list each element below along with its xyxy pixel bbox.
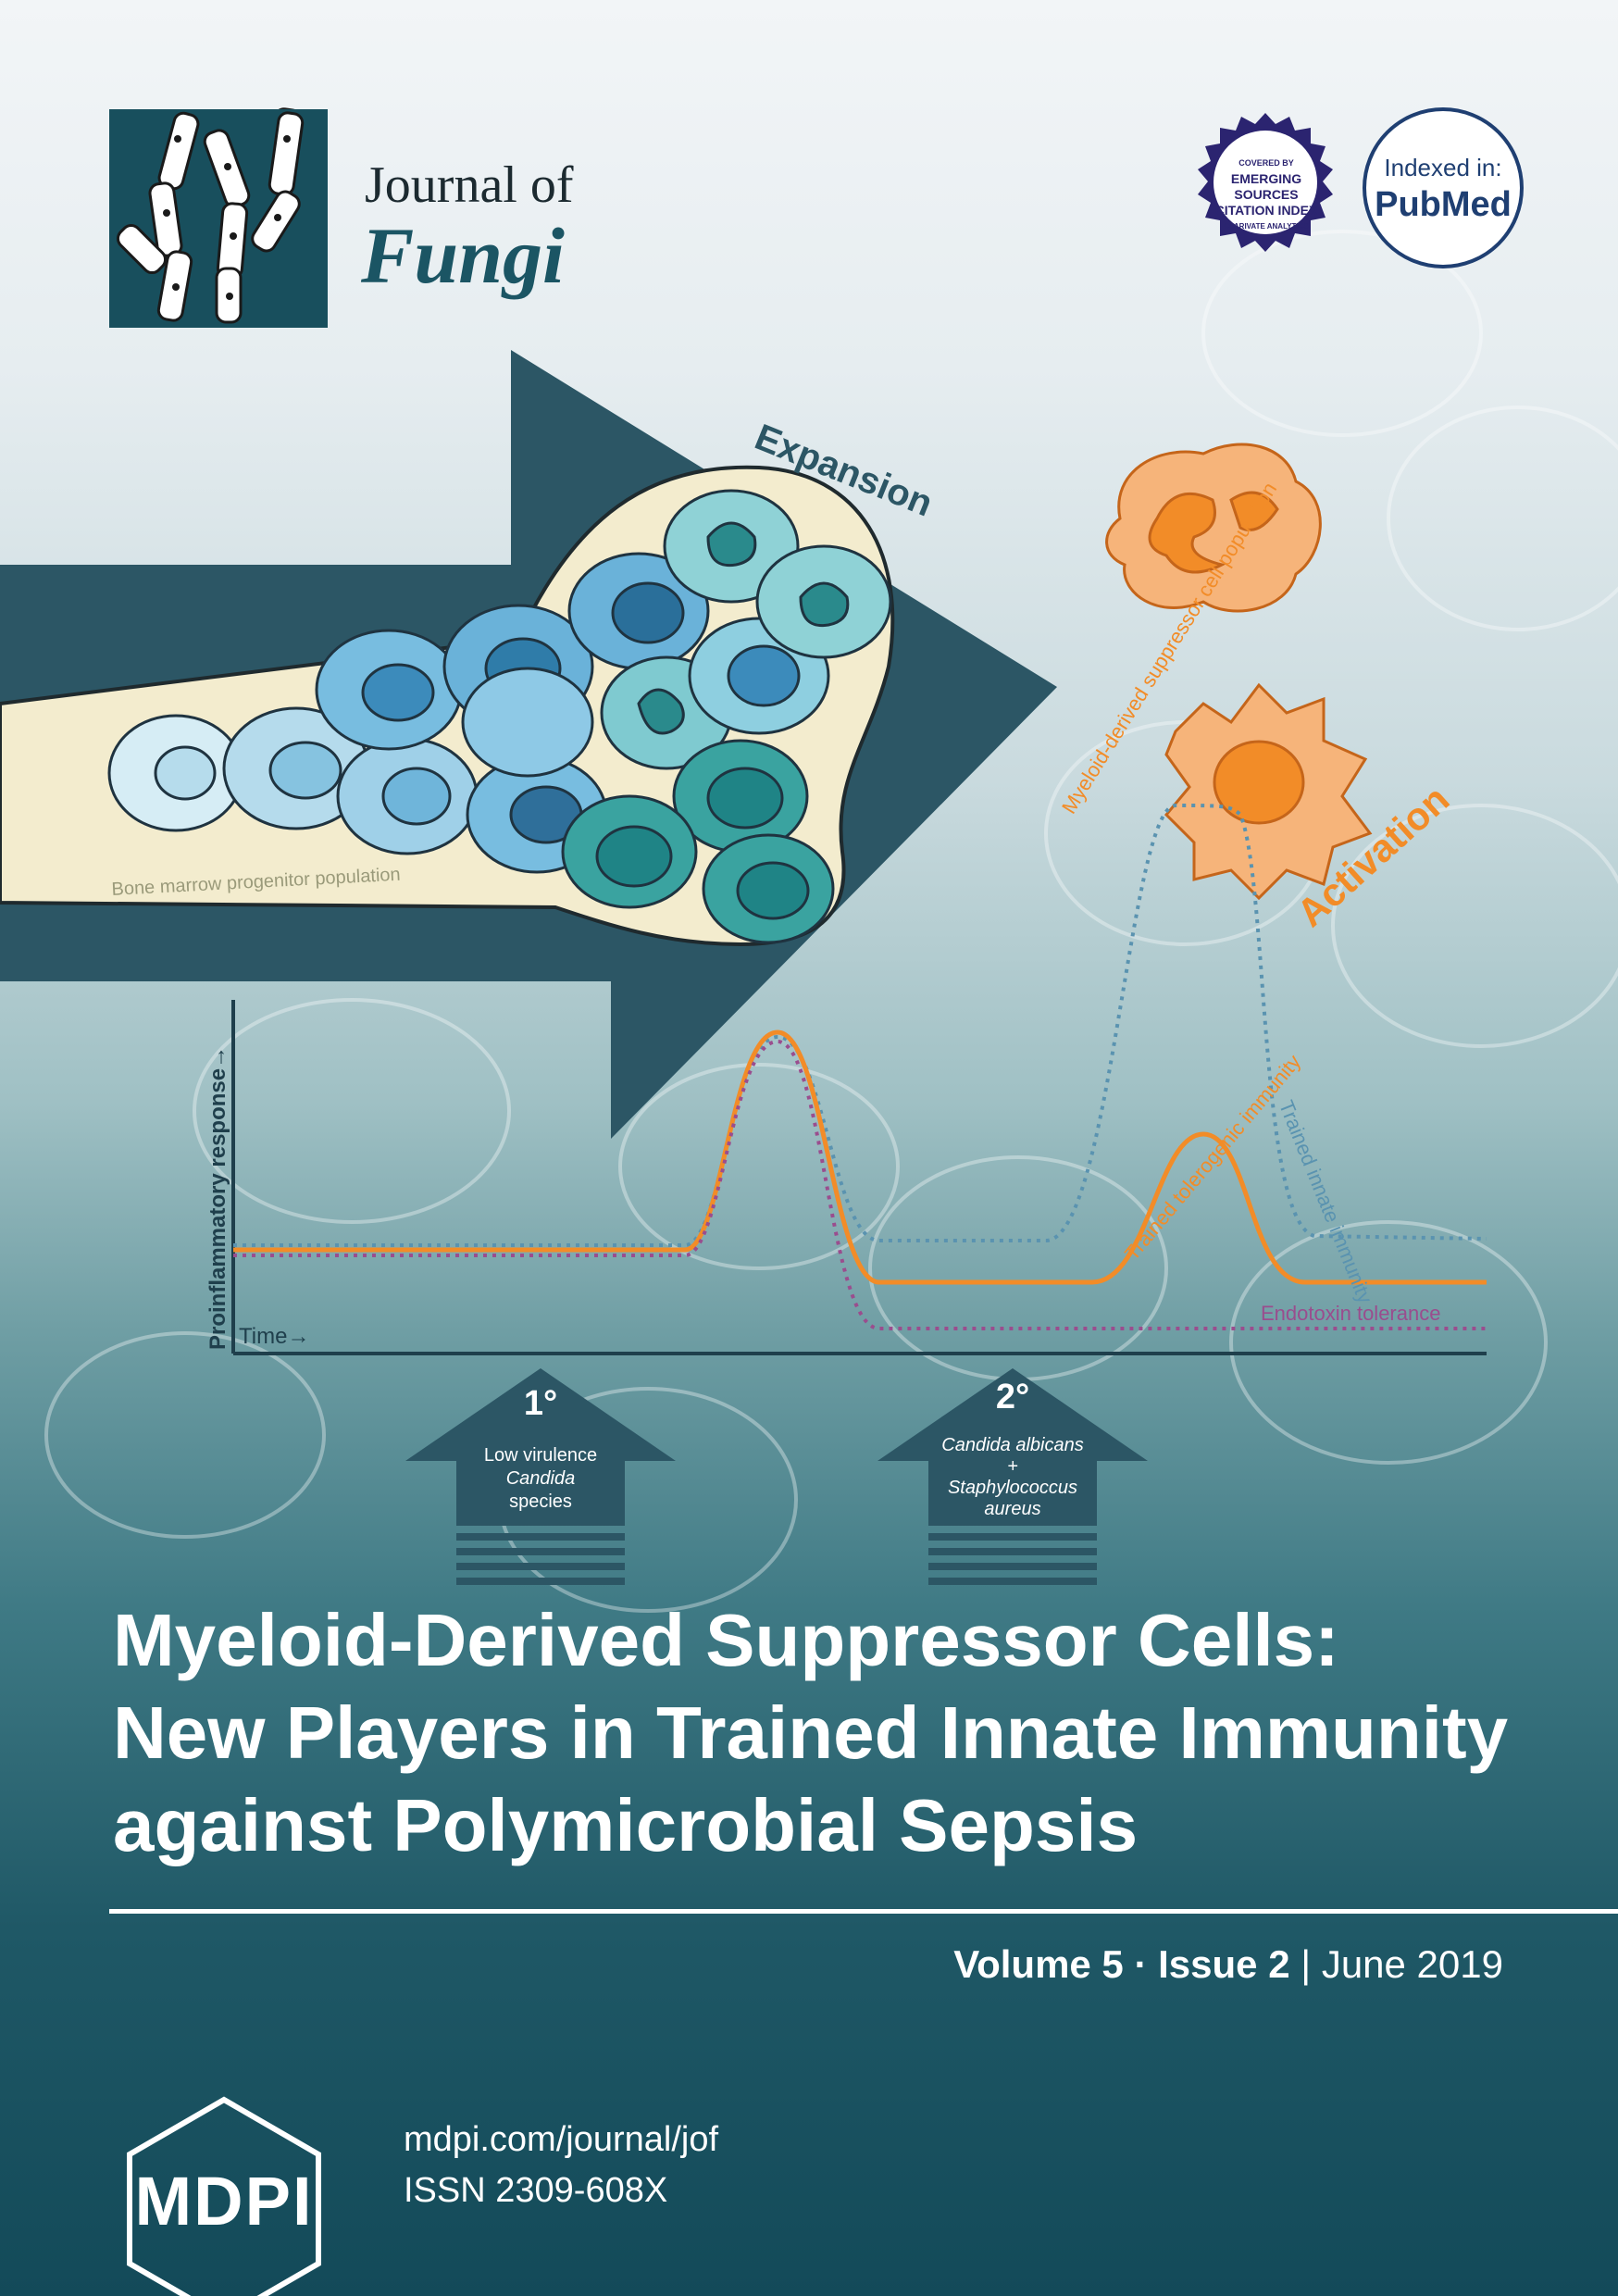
seal-top: COVERED BY (1238, 158, 1294, 168)
issue-bar: | (1289, 1942, 1322, 1986)
seal-line1: EMERGING (1230, 171, 1302, 186)
esci-seal-text: COVERED BY EMERGING SOURCES CITATION IND… (1211, 156, 1322, 234)
curve-trained-tolerogenic (233, 1029, 1487, 1285)
arrow2-number: 2° (995, 1378, 1030, 1416)
arrow1-line3: species (509, 1491, 572, 1512)
arrow2-line2: + (1007, 1456, 1018, 1477)
seal-bottom: CLARIVATE ANALYTICS (1224, 222, 1309, 231)
esci-seal-icon (1198, 113, 1333, 252)
issue-separator: · (1123, 1942, 1159, 1986)
arrow2-text: Candida albicans + Staphylococcus aureus (907, 1435, 1118, 1520)
progenitor-cells (107, 489, 892, 944)
issue-number: Issue 2 (1158, 1942, 1290, 1986)
arrow2-line1: Candida albicans (941, 1435, 1084, 1455)
issue-info: Volume 5 · Issue 2 | June 2019 (953, 1942, 1503, 1987)
volume: Volume 5 (953, 1942, 1124, 1986)
arrow2-line3: Staphylococcus (947, 1478, 1078, 1498)
article-title-line1: Myeloid-Derived Suppressor Cells: (113, 1599, 1339, 1681)
indexed-label: Indexed in: (1384, 154, 1502, 181)
arrow1-line1: Low virulence (483, 1445, 598, 1466)
journal-url[interactable]: mdpi.com/journal/jof (404, 2120, 719, 2159)
curve-endotoxin (233, 1039, 1487, 1330)
article-title: Myeloid-Derived Suppressor Cells: New Pl… (113, 1594, 1557, 1872)
journal-title-line1: Journal of (365, 156, 574, 214)
mdsc-cells (1105, 443, 1373, 901)
pubmed-name: PubMed (1375, 185, 1512, 224)
stimulus-arrows (405, 1368, 1148, 1585)
pubmed-badge (1363, 107, 1524, 268)
seal-line3: CITATION INDEX (1214, 203, 1318, 218)
title-divider (109, 1909, 1618, 1914)
fungi-hyphae-icon (116, 111, 305, 324)
seal-line2: SOURCES (1234, 187, 1299, 202)
arrow2-line4: aureus (984, 1499, 1041, 1519)
journal-title-line2: Fungi (361, 211, 565, 300)
arrow1-line2: Candida (505, 1468, 576, 1489)
mdpi-logo-icon (127, 2096, 321, 2296)
curve-endotoxin-label: Endotoxin tolerance (1261, 1302, 1441, 1325)
curve-trained-innate (233, 803, 1487, 1247)
chart-xlabel: Time→ (239, 1324, 310, 1349)
publisher-name: MDPI (134, 2163, 314, 2240)
issue-date: June 2019 (1321, 1942, 1503, 1986)
arrow1-text: Low virulence Candida species (444, 1444, 637, 1514)
arrow1-number: 1° (523, 1384, 558, 1423)
response-chart (231, 803, 1487, 1355)
article-title-line2: New Players in Trained Innate Immunity (113, 1691, 1509, 1774)
chart-ylabel: Proinflammatory response→ (205, 1045, 230, 1350)
issn: ISSN 2309-608X (404, 2171, 668, 2210)
article-title-line3: against Polymicrobial Sepsis (113, 1784, 1139, 1866)
